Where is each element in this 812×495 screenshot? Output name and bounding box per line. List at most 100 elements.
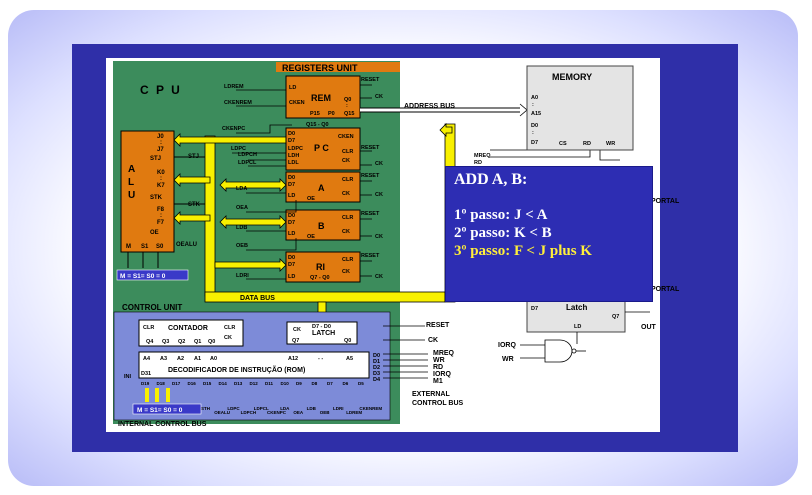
pc-register: [285, 127, 361, 171]
counter-q3: Q3: [162, 339, 169, 345]
decoder-bottom-pin: D15: [203, 381, 212, 386]
decoder-bottom-pin: D7: [327, 381, 333, 386]
out-latch-ld: LD: [574, 324, 581, 330]
and-gate: [544, 339, 573, 363]
control-latch: [286, 321, 358, 345]
control-output-label: CKENPC: [267, 410, 287, 415]
reg-ri-ld: LD: [288, 274, 295, 280]
pc-pin-cken: CKEN: [338, 134, 354, 140]
rem-pin-cken: CKEN: [289, 100, 305, 106]
rem-pin-q0: Q0: [344, 97, 351, 103]
pc-pin-d7: D7: [288, 138, 295, 144]
decoder-bottom-pin: D14: [219, 381, 228, 386]
counter-block: [138, 319, 244, 347]
out-latch-d7: D7: [531, 306, 538, 312]
alu-pin-k0: K0: [157, 170, 165, 176]
ext-mreq: MREQ: [433, 350, 455, 357]
decoder-bottom-pin: D8: [312, 381, 318, 386]
control-unit-title: CONTROL UNIT: [122, 303, 182, 312]
register-a-name: A: [318, 183, 325, 193]
rem-reset: RESET: [361, 77, 380, 83]
rem-pin-p0: P0: [328, 111, 335, 117]
reg-b-clr: CLR: [342, 215, 353, 221]
control-output-label: LDRI: [333, 406, 344, 411]
dec-d3: D3: [373, 371, 380, 377]
mem-a0: A0: [531, 95, 538, 101]
rem-register: [285, 75, 361, 119]
alu-pin-k7: K7: [157, 183, 165, 189]
port-label-bottom: PORTAL: [651, 286, 680, 293]
control-output-label: LDPC: [227, 406, 240, 411]
instruction-decoder: [138, 351, 370, 379]
pc-ldpch: LDPCH: [238, 152, 257, 158]
reg-ri-ck: CK: [342, 269, 350, 275]
alu-letter-a: A: [128, 164, 135, 175]
control-latch-d: D7 - D0: [312, 324, 331, 330]
decoder-bottom-pin: D11: [265, 381, 274, 386]
rem-name: REM: [311, 93, 331, 103]
counter-q1: Q1: [194, 339, 201, 345]
control-latch-q0: Q0: [344, 338, 351, 344]
io-wr: WR: [502, 356, 514, 363]
out-label: OUT: [641, 324, 657, 331]
ext-m1: M1: [433, 378, 443, 385]
dec-a0: A0: [210, 356, 217, 362]
mem-d7: D7: [531, 140, 538, 146]
reg-a-lda: LDA: [236, 186, 247, 192]
mem-wr: WR: [606, 141, 615, 147]
dec-d31: D31: [141, 371, 151, 377]
ext-bus-label-2: CONTROL BUS: [412, 400, 464, 407]
counter-q4: Q4: [146, 339, 154, 345]
internal-bus-label: INTERNAL CONTROL BUS: [118, 421, 207, 428]
rem-ck: CK: [375, 94, 383, 100]
pc-pin-ld: LDPC: [288, 146, 303, 152]
alu-mode-box: [116, 269, 189, 281]
reg-a-d7: D7: [288, 182, 295, 188]
register-a: [285, 171, 361, 203]
reg-a-ck2: CK: [375, 192, 383, 198]
pc-pin-ck: CK: [342, 158, 350, 164]
reg-b-ck: CK: [342, 229, 350, 235]
alu-letter-l: L: [128, 177, 134, 188]
reg-b-reset: RESET: [361, 211, 380, 217]
alu-mode-text: M = S1= S0 = 0: [120, 273, 166, 280]
decoder-bottom-pin: D10: [281, 381, 290, 386]
register-ri-name: RI: [316, 262, 325, 272]
decoder-bottom-pin: D5: [358, 381, 364, 386]
control-output-label: CKENREM: [359, 406, 382, 411]
reg-b-d7: D7: [288, 220, 295, 226]
alu-pin-colon2: :: [160, 176, 162, 182]
rem-pin-p15: P15: [310, 111, 320, 117]
dec-ini: INI: [124, 374, 132, 380]
rem-ld-in: LDREM: [224, 84, 244, 90]
decoder-bottom-pin: D17: [172, 381, 181, 386]
alu-pin-stk: STK: [150, 195, 163, 201]
control-output-label: LDPCH: [241, 410, 257, 415]
decoder-bottom-pin: D18: [157, 381, 166, 386]
alu-block: [120, 130, 175, 253]
mem-rd-side: RD: [474, 160, 482, 166]
rem-pin-q15: Q15: [344, 111, 354, 117]
counter-clr: CLR: [143, 325, 154, 331]
alu-stk-label: STK: [188, 202, 201, 208]
register-ri: [285, 251, 361, 283]
bus-arrow-alu-k: [173, 173, 211, 187]
mem-rd: RD: [583, 141, 591, 147]
pc-ldpc: LDPC: [231, 146, 246, 152]
ext-bus-label-1: EXTERNAL: [412, 391, 450, 398]
mem-d0: D0: [531, 123, 538, 129]
reg-b-ck2: CK: [375, 234, 383, 240]
decoder-bottom-pin: D6: [343, 381, 349, 386]
ext-wr: WR: [433, 357, 445, 364]
reg-a-oea: OEA: [236, 205, 248, 211]
panel-step-1: 1º passo: J < A: [454, 207, 548, 223]
control-output-label: STH: [201, 406, 210, 411]
dec-a1: A1: [194, 356, 201, 362]
mem-mreq: MREQ: [474, 153, 491, 159]
control-mode-text: M = S1= S0 = 0: [137, 407, 183, 414]
rem-pin-colon: :: [346, 103, 348, 109]
dec-d0: D0: [373, 353, 380, 359]
mem-a15: A15: [531, 111, 541, 117]
